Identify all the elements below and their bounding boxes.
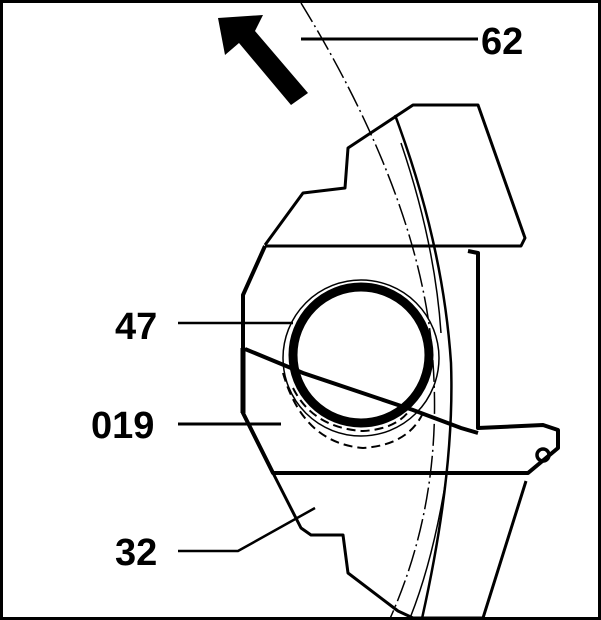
- piston-outer-ring: [282, 279, 440, 437]
- label-62: 62: [481, 21, 524, 63]
- lower-pad: [271, 472, 528, 617]
- disc-edge-inner: [400, 142, 442, 334]
- disc-edge-lower: [409, 472, 448, 617]
- spring-eyelet: [535, 447, 551, 463]
- direction-arrow-icon: [218, 15, 308, 105]
- upper-pad: [263, 103, 527, 248]
- leader-32: [178, 506, 316, 553]
- label-32: 32: [115, 532, 158, 574]
- label-47: 47: [115, 306, 158, 348]
- caliper-drawing: [178, 3, 560, 617]
- piston-seal: [288, 282, 434, 428]
- hidden-bore-1: [282, 372, 424, 450]
- disc-edge: [393, 114, 453, 617]
- hidden-bore-2: [292, 387, 412, 433]
- label-019: 019: [91, 405, 155, 447]
